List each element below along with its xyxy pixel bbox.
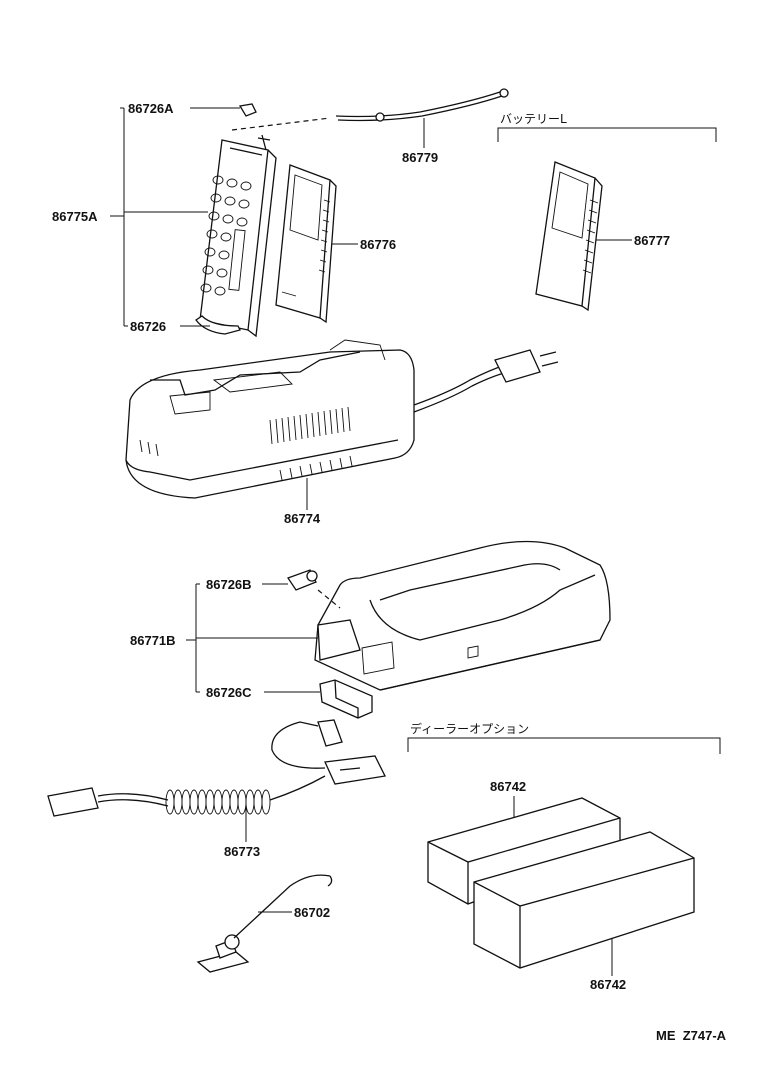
clip-86726A-drawing xyxy=(238,103,257,117)
charger-86771B-drawing xyxy=(314,540,611,691)
dashed-guide-86779 xyxy=(231,117,331,131)
label-86771B: 86771B xyxy=(130,633,176,648)
label-86776: 86776 xyxy=(360,237,396,252)
label-86742-upper: 86742 xyxy=(490,779,526,794)
battery-86777-drawing xyxy=(535,161,603,312)
diagram-code: ME Z747-A xyxy=(656,1028,727,1043)
clip-86726B-drawing xyxy=(287,569,318,591)
label-86775A: 86775A xyxy=(52,209,98,224)
battery-86776-drawing xyxy=(275,164,337,324)
charger-drawing xyxy=(125,339,559,499)
label-86779: 86779 xyxy=(402,150,438,165)
bracket-86726C-drawing xyxy=(319,679,373,719)
group-label-dealer-option: ディーラーオプション xyxy=(410,721,529,736)
label-86773: 86773 xyxy=(224,844,260,859)
label-86726B: 86726B xyxy=(206,577,252,592)
strap-drawing xyxy=(335,88,509,122)
label-86726: 86726 xyxy=(130,319,166,334)
dashed-guide-86726B xyxy=(317,589,341,609)
group-label-battery: バッテリーL xyxy=(500,112,567,126)
cable-drawing xyxy=(47,719,386,817)
battery-group-bracket xyxy=(497,127,717,142)
label-86702: 86702 xyxy=(294,905,330,920)
label-86777: 86777 xyxy=(634,233,670,248)
leader-lines xyxy=(110,107,632,976)
antenna-drawing xyxy=(196,874,333,973)
label-86742-lower: 86742 xyxy=(590,977,626,992)
box-86742-lower-drawing xyxy=(473,831,695,969)
battery-case-drawing xyxy=(195,134,277,338)
dealer-option-bracket xyxy=(407,737,721,754)
label-86726A: 86726A xyxy=(128,101,174,116)
label-86774: 86774 xyxy=(284,511,321,526)
label-86726C: 86726C xyxy=(206,685,252,700)
